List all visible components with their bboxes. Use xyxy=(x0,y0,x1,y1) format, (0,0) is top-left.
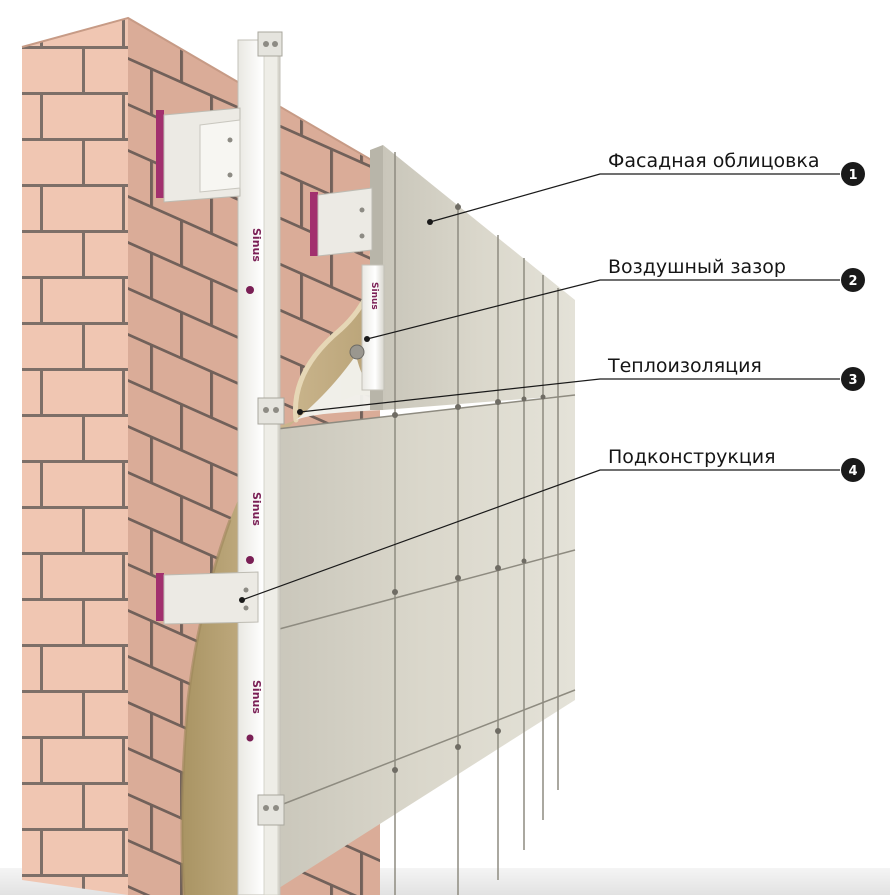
brand-mark-4: Sinus xyxy=(369,282,379,310)
callout-label-1: Фасадная облицовка xyxy=(608,150,820,172)
panel-seams xyxy=(267,152,576,895)
callout-label-4: Подконструкция xyxy=(608,446,776,468)
badge-4: 4 xyxy=(841,458,865,482)
insulation-layer xyxy=(181,255,378,895)
leader-1 xyxy=(429,173,840,223)
brand-mark-2: Sinus xyxy=(250,492,263,526)
wall-bracket-2 xyxy=(310,187,373,257)
upper-panels xyxy=(383,145,575,410)
brand-mark-3: Sinus xyxy=(250,680,263,714)
badge-3: 3 xyxy=(841,367,865,391)
lower-panels xyxy=(268,395,575,895)
callout-label-2: Воздушный зазор xyxy=(608,256,786,278)
brick-wall-front xyxy=(22,18,128,895)
leader-2 xyxy=(366,279,840,340)
brand-markings: Sinus Sinus Sinus Sinus xyxy=(250,228,379,714)
svg-text:3: 3 xyxy=(848,373,857,388)
wall-bracket-1 xyxy=(156,107,241,203)
svg-text:2: 2 xyxy=(848,274,857,289)
leader-3 xyxy=(299,378,840,413)
badge-2: 2 xyxy=(841,268,865,292)
leader-4 xyxy=(241,469,840,601)
brand-mark-1: Sinus xyxy=(250,228,263,262)
vertical-rail xyxy=(237,31,285,895)
svg-text:1: 1 xyxy=(848,168,857,183)
callout-label-3: Теплоизоляция xyxy=(608,355,762,377)
badge-1: 1 xyxy=(841,162,865,186)
leader-lines xyxy=(241,173,840,601)
wall-bracket-3 xyxy=(156,571,259,625)
svg-text:4: 4 xyxy=(848,464,857,479)
